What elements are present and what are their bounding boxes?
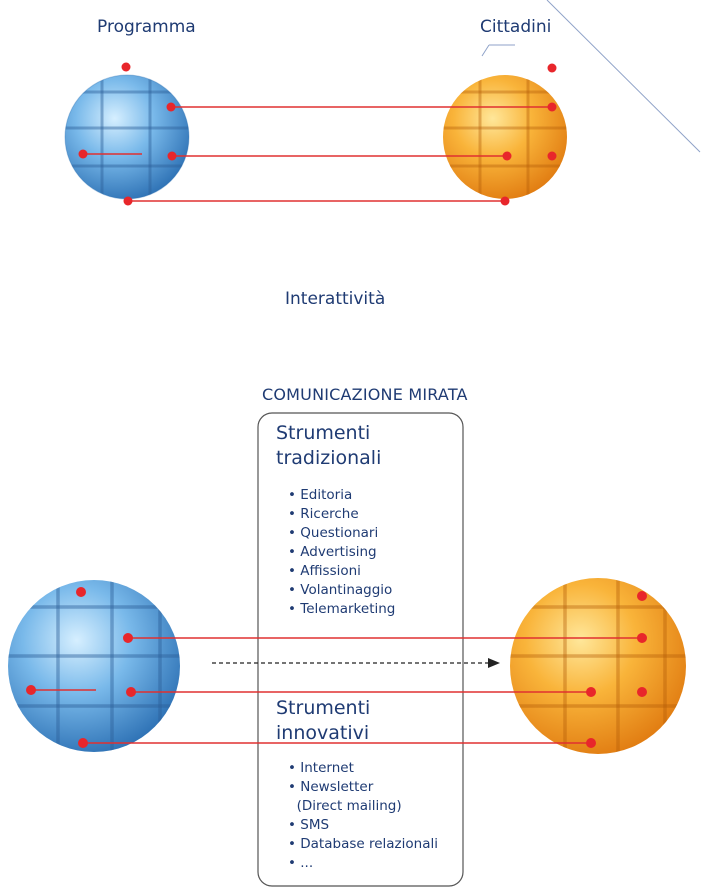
decorative-diagonal-line <box>546 0 701 153</box>
dot <box>121 62 131 72</box>
citizens-sphere-top <box>443 75 567 199</box>
list-item: (Direct mailing) <box>296 798 402 814</box>
dot <box>123 196 133 206</box>
program-sphere-top <box>64 74 190 200</box>
tools-box <box>257 412 464 887</box>
citizens-sphere-bottom <box>510 578 686 754</box>
list-item: ... <box>288 854 438 873</box>
list-item: Internet <box>288 759 438 778</box>
dot <box>126 687 136 697</box>
list-item: Database relazionali <box>288 835 438 854</box>
list-item: Editoria <box>288 486 395 505</box>
dot <box>547 63 557 73</box>
dashed-arrow <box>212 658 500 668</box>
list-item: Questionari <box>288 524 395 543</box>
list-item: SMS <box>288 816 438 835</box>
dot <box>586 738 596 748</box>
dot <box>167 151 177 161</box>
bottom-connectors <box>31 637 642 744</box>
dot <box>78 738 88 748</box>
top-connectors <box>83 106 552 202</box>
interactivity-caption: Interattività <box>285 289 386 309</box>
decorative-pointer-tail <box>481 44 490 57</box>
traditional-tools-list: Editoria Ricerche Questionari Advertisin… <box>288 486 395 619</box>
list-item: Telemarketing <box>288 600 395 619</box>
list-item: Advertising <box>288 543 395 562</box>
bottom-dots <box>26 587 647 748</box>
dot <box>637 591 647 601</box>
traditional-tools-title-line1: Strumenti <box>276 422 371 444</box>
top-dots <box>78 62 557 206</box>
list-item: Newsletter <box>288 778 438 797</box>
citizens-label: Cittadini <box>480 17 552 37</box>
dot <box>586 687 596 697</box>
list-item: Affissioni <box>288 562 395 581</box>
innovative-tools-section: Strumenti innovativi <box>276 696 370 746</box>
dot <box>547 151 557 161</box>
dot <box>26 685 36 695</box>
dot <box>637 633 647 643</box>
innovative-tools-list: Internet Newsletter (Direct mailing) SMS… <box>288 759 438 873</box>
innovative-tools-title-line1: Strumenti <box>276 697 371 719</box>
dot <box>500 196 510 206</box>
dot <box>502 151 512 161</box>
dot <box>78 149 88 159</box>
traditional-tools-section: Strumenti tradizionali <box>276 421 381 471</box>
targeted-communication-heading: COMUNICAZIONE MIRATA <box>262 385 468 404</box>
innovative-tools-title-line2: innovativi <box>276 722 370 744</box>
program-sphere-bottom <box>8 580 180 752</box>
list-item: Ricerche <box>288 505 395 524</box>
dot <box>76 587 86 597</box>
dot <box>166 102 176 112</box>
list-item: Volantinaggio <box>288 581 395 600</box>
dot <box>123 633 133 643</box>
dot <box>637 687 647 697</box>
program-label: Programma <box>97 17 196 37</box>
dot <box>547 102 557 112</box>
traditional-tools-title-line2: tradizionali <box>276 447 382 469</box>
